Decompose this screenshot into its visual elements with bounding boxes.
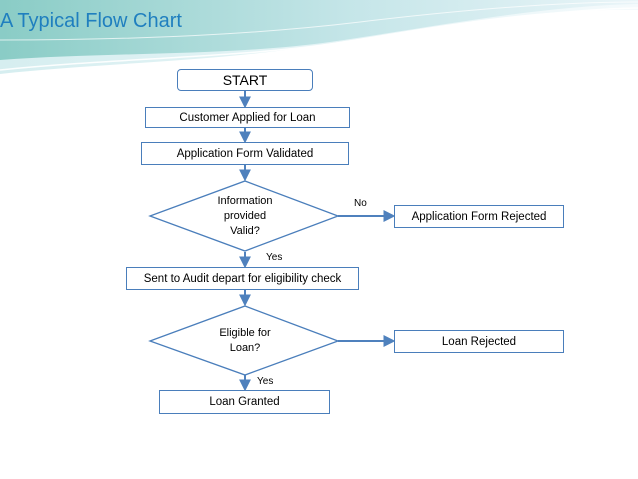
decision-line: Loan? bbox=[229, 342, 261, 354]
decision-line: Information bbox=[217, 195, 273, 207]
step-loan-rejected: Loan Rejected bbox=[394, 330, 564, 353]
step-form-validated: Application Form Validated bbox=[141, 142, 349, 165]
decision-line: Valid? bbox=[230, 225, 260, 237]
step-customer-applied: Customer Applied for Loan bbox=[145, 107, 350, 128]
decision-line: Eligible for bbox=[219, 327, 271, 339]
step-sent-to-audit: Sent to Audit depart for eligibility che… bbox=[126, 267, 359, 290]
slide-title: A Typical Flow Chart bbox=[0, 10, 182, 32]
header-decoration bbox=[0, 0, 638, 74]
branch-label-yes-2: Yes bbox=[257, 376, 274, 387]
step-form-rejected: Application Form Rejected bbox=[394, 205, 564, 228]
decision-text-eligible: Eligible for Loan? bbox=[195, 326, 295, 356]
branch-label-yes-1: Yes bbox=[266, 252, 283, 263]
decision-diamond-info-valid bbox=[148, 180, 340, 252]
decision-text-info-valid: Information provided Valid? bbox=[195, 194, 295, 239]
branch-label-no: No bbox=[354, 198, 367, 209]
step-loan-granted: Loan Granted bbox=[159, 390, 330, 414]
start-terminal: START bbox=[177, 69, 313, 91]
decision-line: provided bbox=[223, 210, 267, 222]
decision-diamond-eligible bbox=[148, 305, 340, 376]
